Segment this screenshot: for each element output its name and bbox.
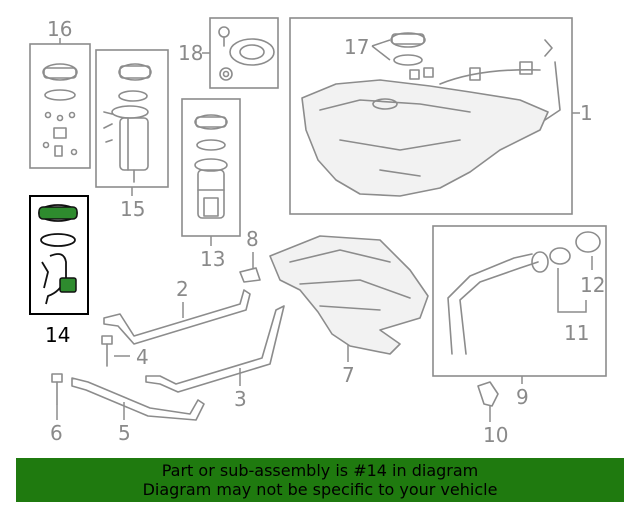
callout-18: 18 [178,41,203,65]
filler-neck [447,253,539,355]
part-10-group[interactable]: 10 [477,381,508,447]
callout-10: 10 [483,423,508,447]
part-9-box [432,225,607,377]
part-14-box [29,195,89,315]
part-1-box [289,17,573,215]
banner-line-2: Diagram may not be specific to your vehi… [142,480,498,499]
part-3-group[interactable]: 3 [145,305,285,411]
banner-line-1: Part or sub-assembly is #14 in diagram [161,461,479,480]
part-16-box [29,43,91,169]
part-9-group[interactable]: 9 11 12 [432,225,607,409]
callout-11: 11 [564,321,589,345]
part-14-sender [59,277,77,293]
callout-9: 9 [516,385,529,409]
callout-15: 15 [120,197,145,221]
part-2-group[interactable]: 2 [103,277,251,345]
callout-3: 3 [234,387,247,411]
part-6-group[interactable]: 6 [50,373,63,445]
part-14-lock-ring [38,206,78,220]
callout-14: 14 [45,323,70,347]
callout-8: 8 [246,227,259,251]
info-banner: Part or sub-assembly is #14 in diagram D… [16,458,624,502]
callout-4: 4 [136,345,149,369]
part-14-group[interactable]: 14 [29,195,89,347]
callout-1: 1 [580,101,593,125]
part-1-group[interactable]: 1 17 [289,17,593,215]
callout-2: 2 [176,277,189,301]
fuel-tank [301,79,549,197]
callout-12: 12 [580,273,605,297]
fuel-tank-shield [269,235,429,355]
callout-17: 17 [344,35,369,59]
callout-6: 6 [50,421,63,445]
parts-diagram: 16 15 13 [29,17,607,447]
part-13-group[interactable]: 13 [181,98,241,271]
callout-5: 5 [118,421,131,445]
callout-13: 13 [200,247,225,271]
callout-16: 16 [47,17,72,41]
part-16-group[interactable]: 16 [29,17,91,169]
part-18-group[interactable]: 18 [178,17,279,89]
part-4-group[interactable]: 4 [101,335,149,369]
part-5-group[interactable]: 5 [71,377,205,445]
part-7-group[interactable]: 7 [269,235,429,387]
callout-7: 7 [342,363,355,387]
part-8-group[interactable]: 8 [239,227,261,283]
part-15-group[interactable]: 15 [95,49,169,221]
